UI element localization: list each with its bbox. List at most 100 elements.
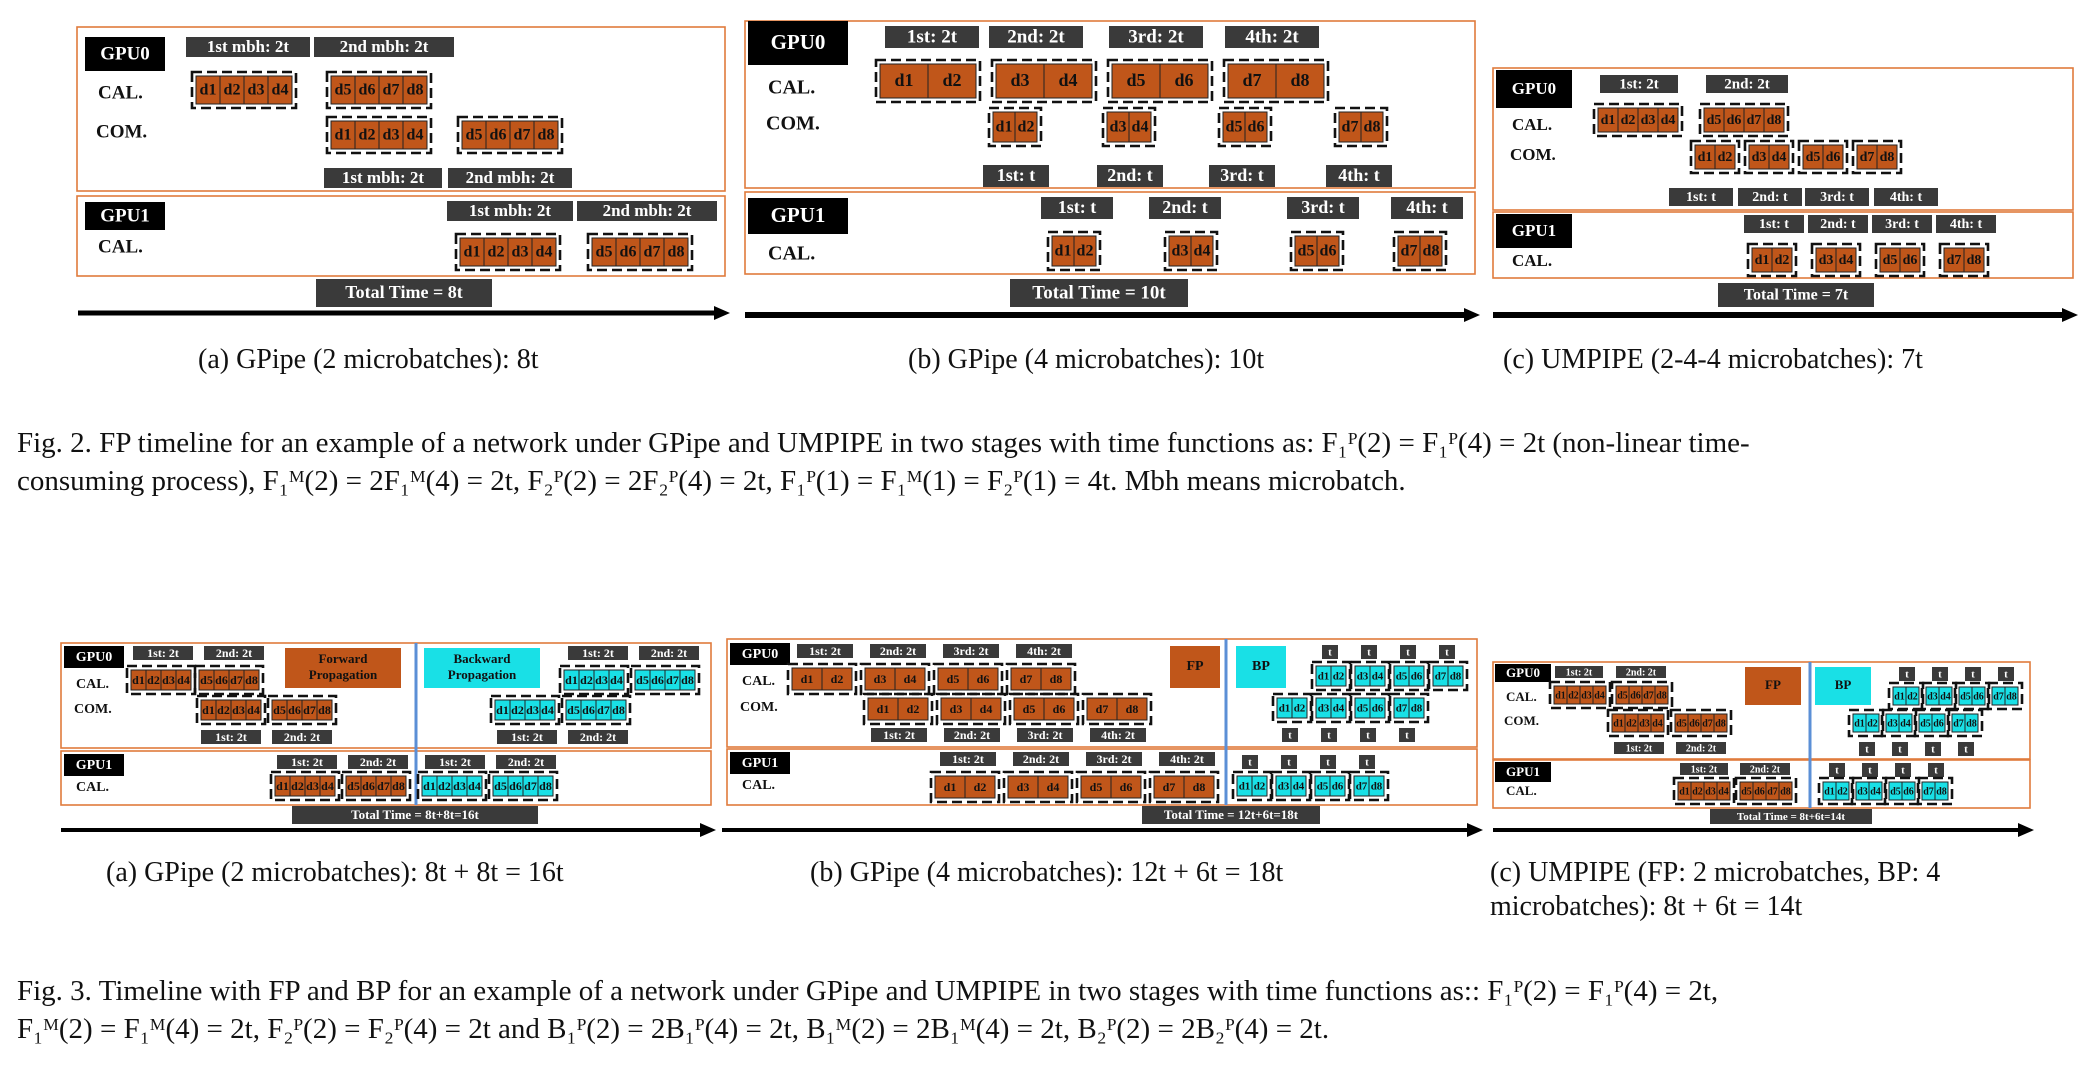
- microbatch-label: t: [1366, 730, 1370, 742]
- data-block-label: d2: [1837, 786, 1848, 797]
- data-block: [1408, 665, 1425, 687]
- data-block-label: d2: [1718, 150, 1733, 165]
- data-block: [1964, 713, 1979, 733]
- data-block-label: d5: [1617, 690, 1628, 701]
- data-block: [1768, 144, 1790, 170]
- data-block: [964, 775, 996, 799]
- data-block-label: d1: [1279, 703, 1291, 715]
- data-block-label: d7: [377, 779, 390, 793]
- data-block-label: d2: [1018, 119, 1035, 136]
- data-block: [537, 775, 554, 797]
- data-block-label: d6: [1973, 691, 1984, 702]
- bp-legend: [1236, 646, 1286, 688]
- data-block-label: d5: [1890, 786, 1901, 797]
- data-block-label: d3: [1110, 119, 1127, 136]
- data-block-label: d5: [1298, 243, 1315, 260]
- microbatch-tag: [272, 730, 332, 744]
- microbatch-tag: [133, 646, 193, 660]
- data-block: [1716, 781, 1731, 801]
- data-block: [1931, 713, 1946, 733]
- data-block-label: d5: [1883, 253, 1898, 268]
- microbatch-label: Total Time = 8t+8t=16t: [351, 807, 479, 822]
- label-text: CAL.: [742, 674, 775, 689]
- data-block: [1043, 63, 1093, 99]
- microbatch-label: 1st: 2t: [952, 752, 984, 766]
- data-block-label: d7: [1702, 718, 1713, 729]
- data-block-label: d2: [1867, 718, 1878, 729]
- microbatch-label: 2nd: 2t: [216, 646, 252, 660]
- data-block-label: d2: [1294, 703, 1306, 715]
- gpu-label: GPU1: [1506, 764, 1540, 779]
- data-block-label: d5: [1707, 113, 1722, 128]
- data-block: [1905, 686, 1920, 706]
- data-block-label: d6: [582, 703, 595, 717]
- data-block: [1369, 697, 1386, 719]
- microbatch-label: 1st mbh: 2t: [342, 168, 425, 187]
- data-block-label: d2: [1775, 253, 1790, 268]
- data-block-label: d1: [1679, 786, 1690, 797]
- gpu-tag: [85, 37, 165, 71]
- data-block-label: d6: [1754, 786, 1765, 797]
- data-block-label: d6: [1120, 780, 1133, 794]
- microbatch-label: 1st: 2t: [1691, 764, 1718, 775]
- microbatch-tag: [1600, 75, 1678, 93]
- gpu-label: GPU1: [76, 758, 113, 773]
- microbatch-tag: [1159, 752, 1215, 766]
- data-block-label: d2: [974, 780, 987, 794]
- data-block: [821, 667, 853, 691]
- gpu-tag: [748, 198, 848, 234]
- data-block-label: d8: [1967, 253, 1982, 268]
- data-block-label: d7: [1435, 671, 1447, 683]
- microbatch-tag: [447, 201, 573, 221]
- data-block-label: d5: [636, 673, 649, 687]
- microbatch-label: 2nd: t: [1752, 190, 1788, 205]
- data-block: [1963, 247, 1985, 273]
- data-block-label: d5: [466, 127, 483, 144]
- microbatch-label: 3rd: 2t: [1097, 752, 1132, 766]
- data-block: [1938, 686, 1953, 706]
- data-block: [1183, 775, 1215, 799]
- microbatch-outline: [786, 662, 858, 696]
- microbatch-outline: [1874, 242, 1926, 278]
- microbatch-outline: [1916, 776, 1954, 806]
- microbatch-tag: [1932, 667, 1948, 681]
- data-block-label: d3: [595, 673, 608, 687]
- data-block-label: d2: [1568, 690, 1579, 701]
- microbatch-tag: [1322, 645, 1338, 659]
- fig2-caption-line1: Fig. 2. FP timeline for an example of a …: [17, 427, 1750, 459]
- data-block-label: d8: [318, 703, 331, 717]
- microbatch-outline: [1309, 770, 1351, 802]
- data-block-label: d2: [907, 702, 920, 716]
- microbatch-label: t: [1248, 757, 1252, 769]
- bp-legend-label: BP: [1835, 677, 1852, 692]
- fp-legend: [1745, 667, 1801, 705]
- gpu-label: GPU1: [1512, 221, 1556, 240]
- gpu-label: GPU0: [742, 647, 779, 662]
- data-block-label: d2: [291, 779, 304, 793]
- data-block: [219, 75, 245, 105]
- fig3-caption-c-line1: (c) UMPIPE (FP: 2 microbatches, BP: 4: [1490, 857, 1941, 888]
- data-block-label: d6: [1727, 113, 1742, 128]
- data-block-label: d3: [1819, 253, 1834, 268]
- microbatch-label: 2nd: 2t: [1686, 743, 1717, 754]
- microbatch-tag: [568, 730, 628, 744]
- data-block: [1116, 697, 1148, 721]
- microbatch-outline: [990, 58, 1098, 104]
- gpu-tag: [1496, 214, 1572, 248]
- microbatch-label: 3rd: 2t: [954, 644, 989, 658]
- data-block-label: d4: [1661, 113, 1676, 128]
- microbatch-outline: [1734, 776, 1798, 806]
- data-block-label: d4: [1652, 718, 1663, 729]
- stage-frame: [726, 638, 1478, 748]
- microbatch-label: 1st: t: [1058, 197, 1097, 217]
- microbatch-outline: [932, 662, 1004, 696]
- data-block: [1316, 235, 1340, 267]
- microbatch-tag: [1555, 666, 1603, 678]
- data-block-label: d4: [1940, 691, 1951, 702]
- data-block: [1190, 235, 1214, 267]
- microbatch-tag: [1090, 728, 1146, 742]
- data-block-label: d4: [1333, 703, 1345, 715]
- microbatch-tag: [448, 168, 572, 188]
